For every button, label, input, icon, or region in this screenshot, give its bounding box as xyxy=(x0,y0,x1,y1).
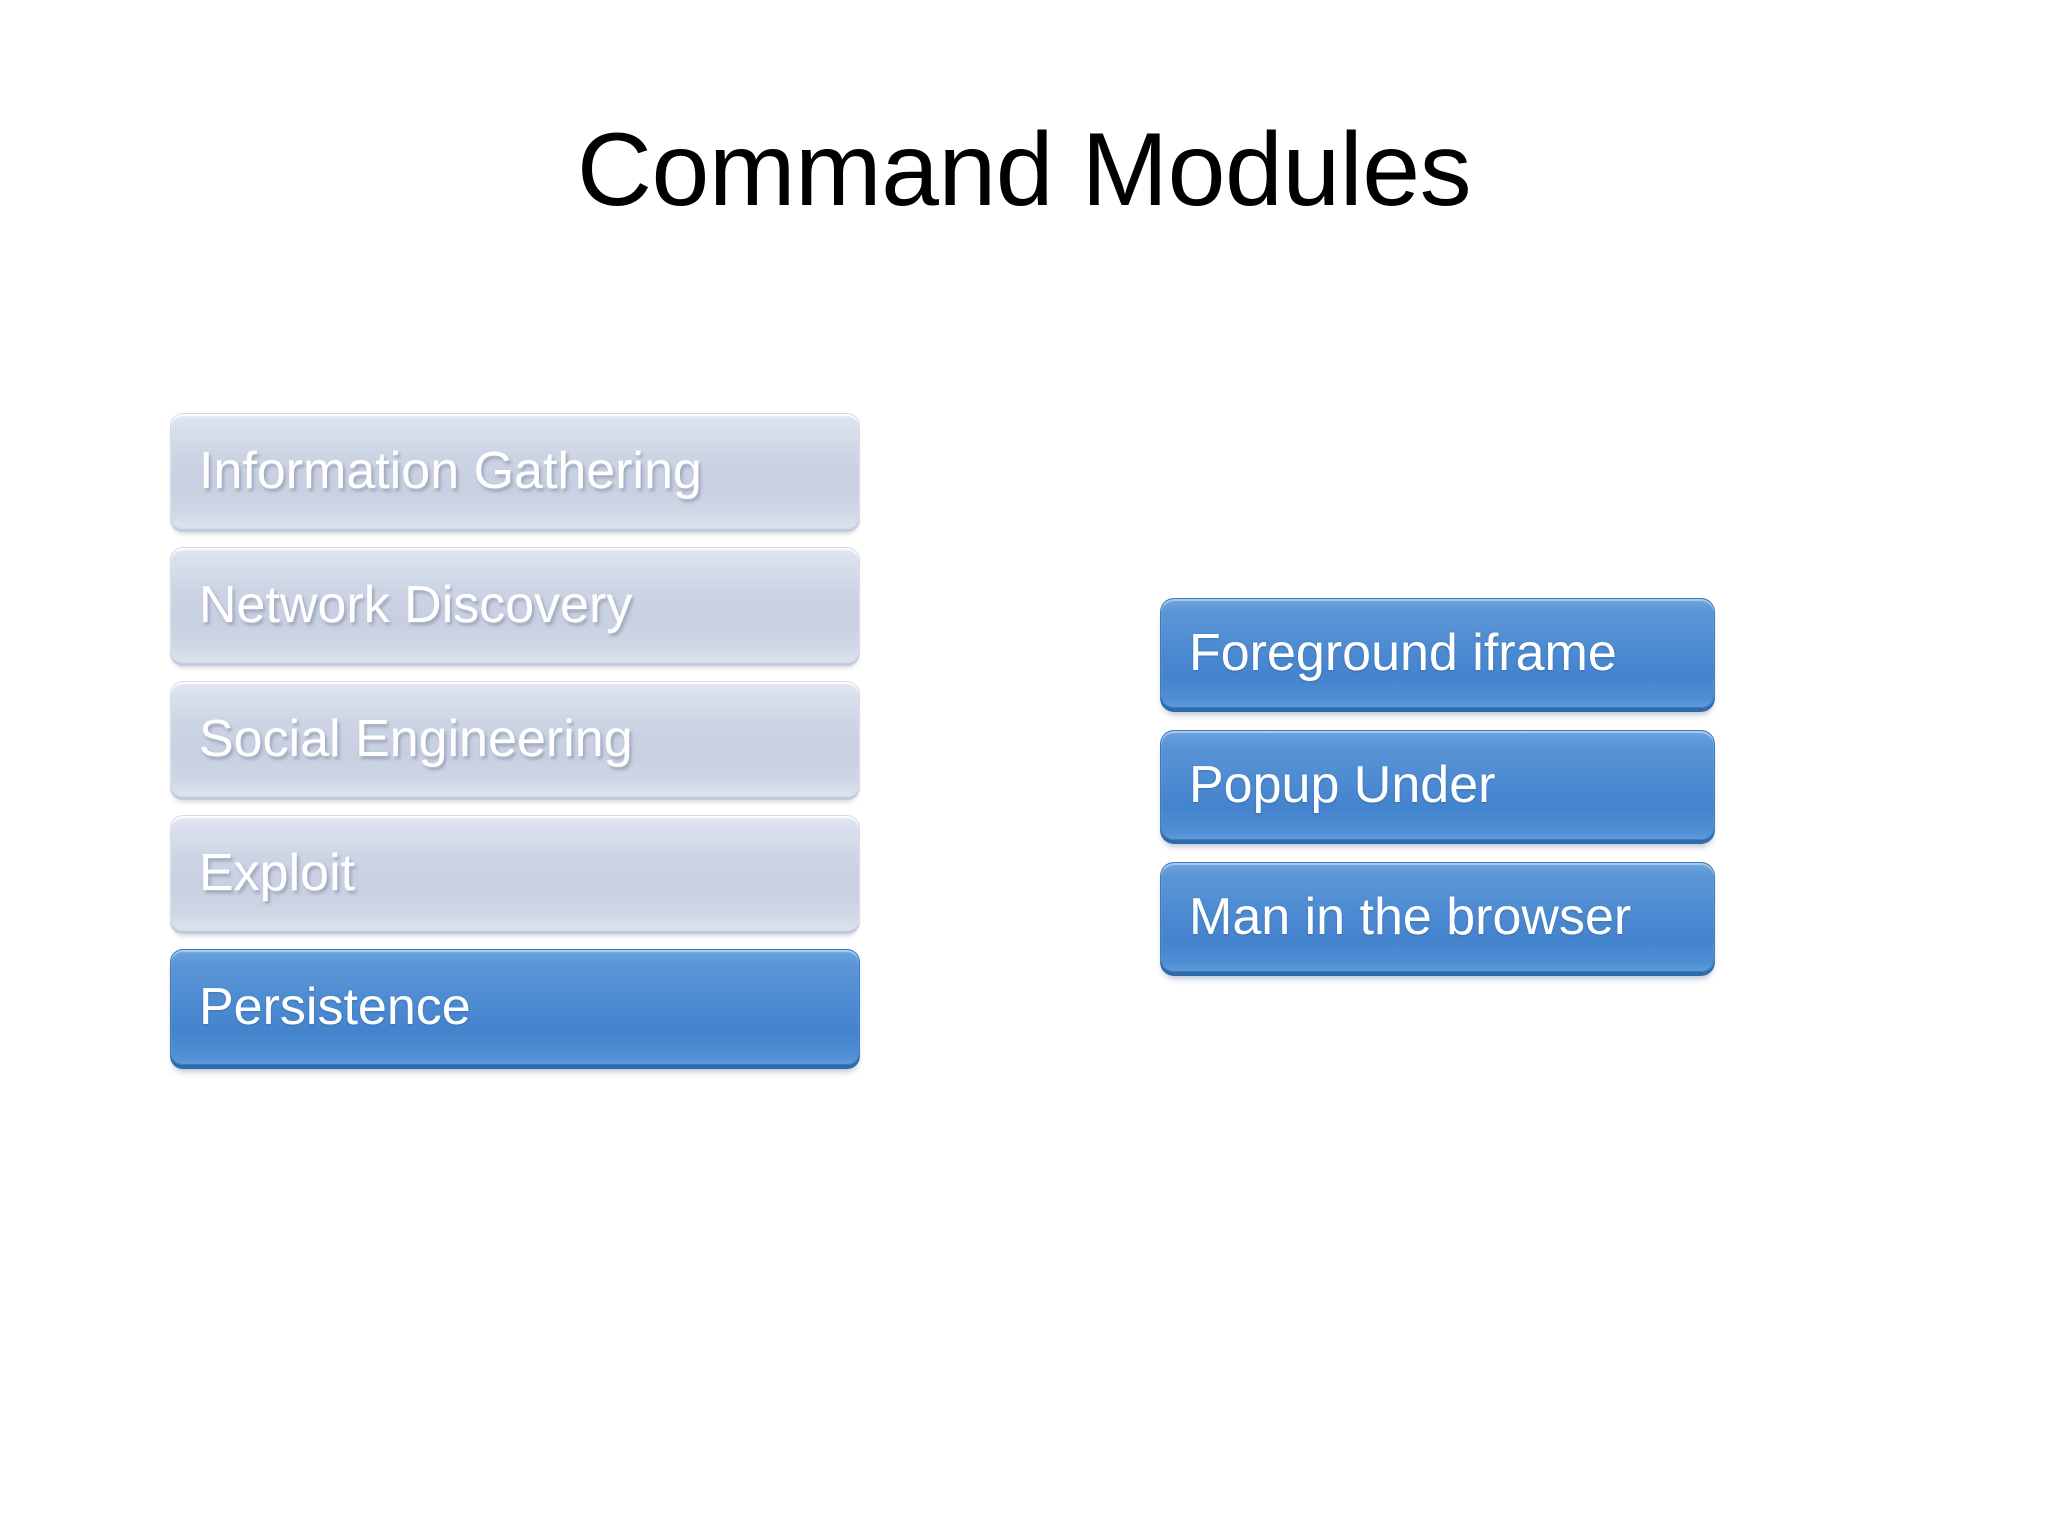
module-label: Information Gathering xyxy=(199,442,702,500)
module-label: Exploit xyxy=(199,844,356,902)
command-modules-list: Information Gathering Network Discovery … xyxy=(170,413,860,1065)
module-label: Persistence xyxy=(199,978,471,1036)
submodule-button-foreground-iframe[interactable]: Foreground iframe xyxy=(1160,598,1715,708)
module-button-exploit[interactable]: Exploit xyxy=(170,815,860,931)
module-button-social-engineering[interactable]: Social Engineering xyxy=(170,681,860,797)
persistence-submodules-list: Foreground iframe Popup Under Man in the… xyxy=(1160,598,1715,972)
module-button-network-discovery[interactable]: Network Discovery xyxy=(170,547,860,663)
submodule-button-man-in-the-browser[interactable]: Man in the browser xyxy=(1160,862,1715,972)
submodule-label: Man in the browser xyxy=(1189,888,1632,946)
module-label: Network Discovery xyxy=(199,576,633,634)
module-button-information-gathering[interactable]: Information Gathering xyxy=(170,413,860,529)
submodule-label: Foreground iframe xyxy=(1189,624,1617,682)
page-title: Command Modules xyxy=(576,112,1472,228)
submodule-button-popup-under[interactable]: Popup Under xyxy=(1160,730,1715,840)
submodule-label: Popup Under xyxy=(1189,756,1496,814)
module-button-persistence[interactable]: Persistence xyxy=(170,949,860,1065)
module-label: Social Engineering xyxy=(199,710,633,768)
